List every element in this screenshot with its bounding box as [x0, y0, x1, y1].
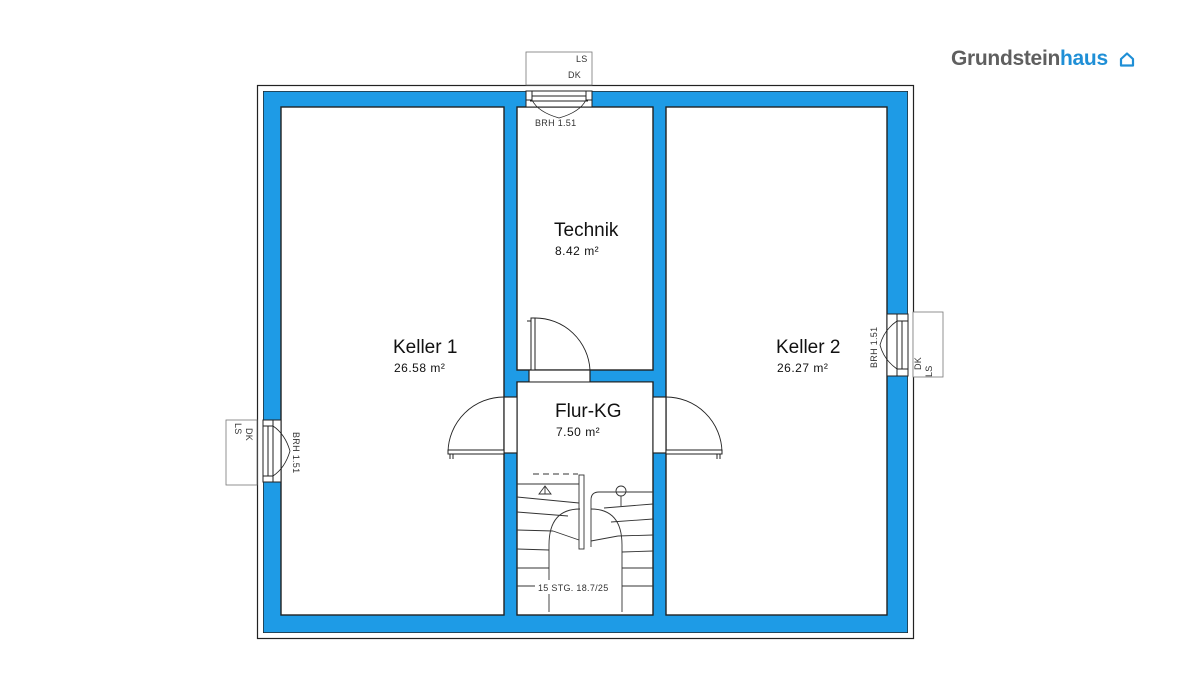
logo-text-grundstein: Grundstein — [951, 47, 1061, 70]
window-left-ls: LS — [233, 423, 243, 435]
window-right-brh: BRH 1.51 — [869, 327, 879, 368]
room-area-technik: 8.42 m² — [555, 244, 599, 258]
window-top — [525, 51, 593, 119]
window-top-ls: LS — [576, 54, 588, 64]
room-area-keller2: 26.27 m² — [777, 361, 828, 375]
logo-text-haus: haus — [1060, 47, 1108, 70]
room-area-flur: 7.50 m² — [556, 425, 600, 439]
door-jambs — [504, 370, 666, 454]
window-left — [225, 419, 291, 486]
room-name-technik: Technik — [554, 220, 619, 241]
window-top-dk: DK — [568, 70, 581, 80]
window-right — [879, 311, 944, 378]
window-right-ls: LS — [924, 365, 934, 377]
room-name-flur: Flur-KG — [555, 401, 622, 422]
stairs-label: 15 STG. 18.7/25 — [538, 583, 609, 593]
house-outline-icon — [1120, 52, 1135, 67]
stairs-label-bg — [535, 580, 617, 594]
room-name-keller1: Keller 1 — [393, 337, 457, 358]
door-technik — [527, 317, 591, 371]
window-left-dk: DK — [244, 428, 254, 441]
room-area-keller1: 26.58 m² — [394, 361, 445, 375]
walls — [262, 90, 909, 634]
door-keller1 — [447, 396, 505, 459]
window-top-brh: BRH 1.51 — [535, 118, 576, 128]
brand-logo: Grundsteinhaus — [951, 47, 1135, 71]
window-right-dk: DK — [913, 357, 923, 370]
door-openings — [504, 370, 666, 453]
room-name-keller2: Keller 2 — [776, 337, 840, 358]
door-keller2 — [665, 396, 723, 459]
window-left-brh: BRH 1.51 — [291, 432, 301, 473]
staircase — [516, 473, 654, 612]
